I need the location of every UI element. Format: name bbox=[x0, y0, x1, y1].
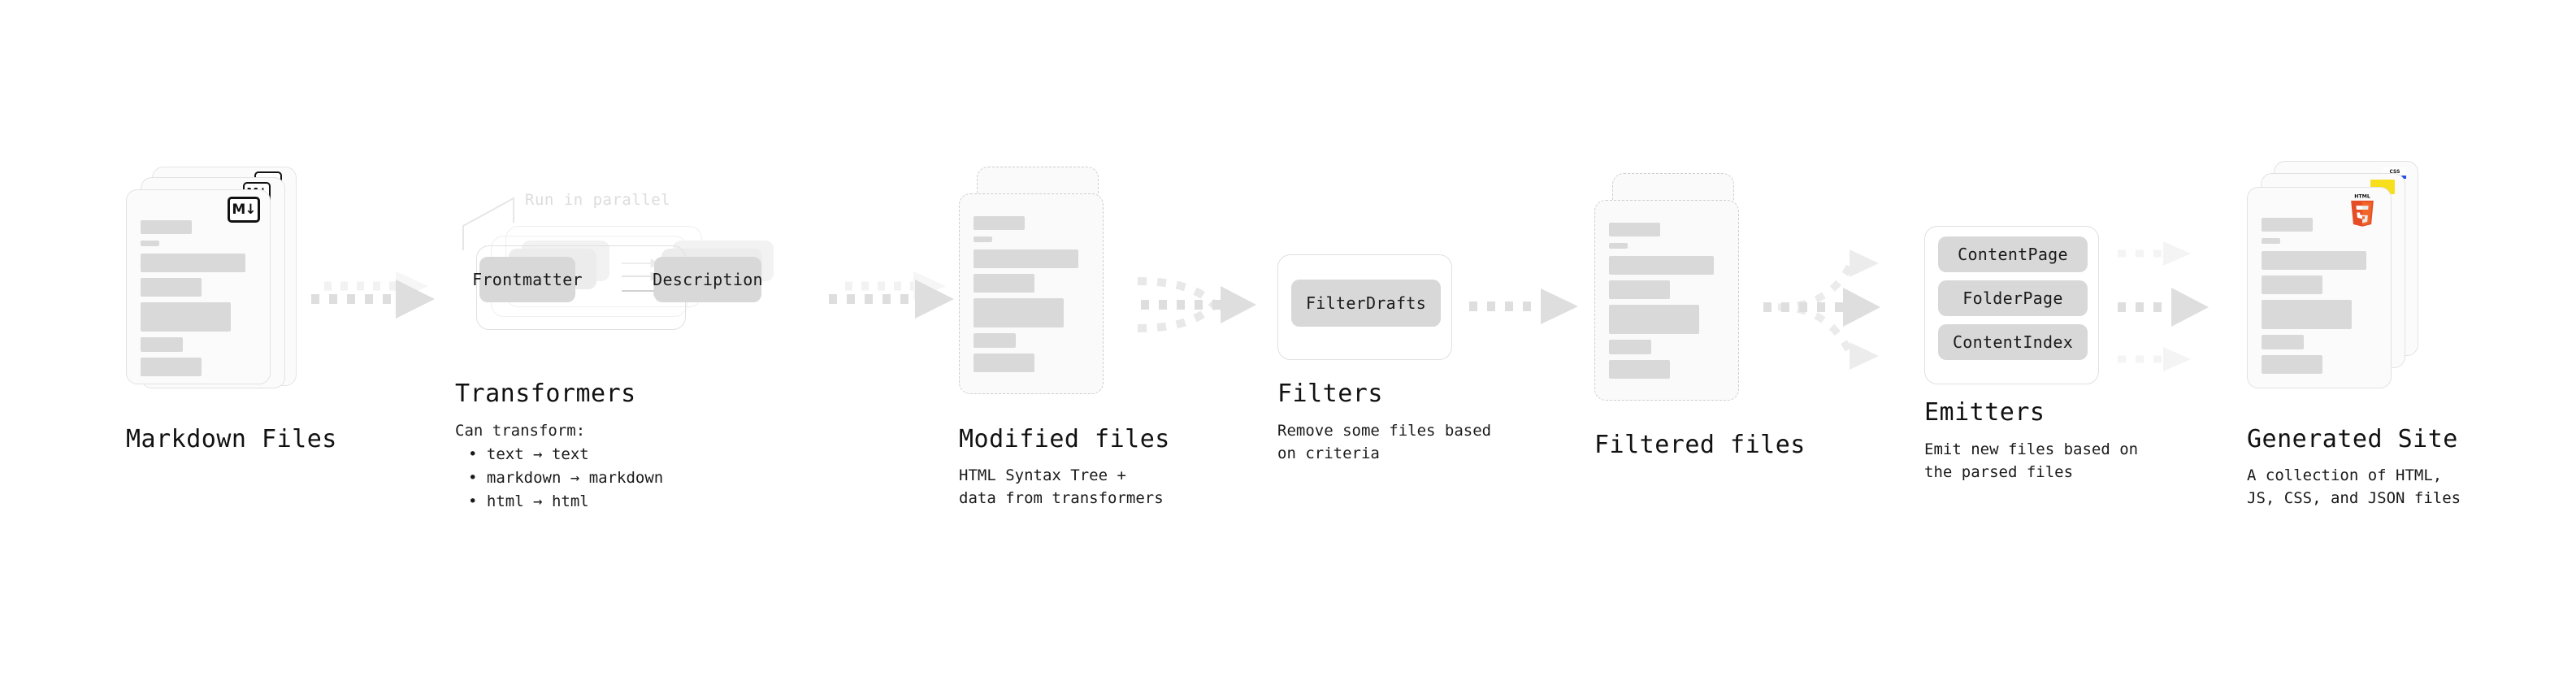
transformer-pill-frontmatter-label: Frontmatter bbox=[472, 270, 583, 289]
stage-markdown-files: M↓ M↓ M↓ bbox=[126, 167, 301, 419]
stage-title-markdown-files: Markdown Files bbox=[126, 425, 337, 453]
skeleton-bar bbox=[974, 249, 1078, 268]
stage-subtitle-transformers: Can transform: bbox=[455, 422, 586, 440]
markdown-icon-front: M↓ bbox=[228, 197, 260, 223]
skeleton-bar bbox=[2262, 238, 2280, 244]
stage-modified-files bbox=[959, 167, 1134, 427]
filter-pill-filterdrafts[interactable]: FilterDrafts bbox=[1291, 280, 1441, 327]
transformer-bullet-item: • html → html bbox=[468, 492, 589, 510]
skeleton-bar bbox=[974, 274, 1034, 293]
connector-filters-to-filtered bbox=[1469, 288, 1578, 324]
svg-text:HTML: HTML bbox=[2354, 193, 2370, 199]
site-card-stack: CSS HTML bbox=[2247, 161, 2422, 421]
stage-subtitle-filters: Remove some files based on criteria bbox=[1277, 422, 1492, 462]
transformer-pill-description-label: Description bbox=[653, 270, 763, 289]
emitter-pill-contentpage[interactable]: ContentPage bbox=[1938, 236, 2088, 272]
skeleton-bar bbox=[2262, 218, 2313, 232]
modified-card-stack bbox=[959, 167, 1134, 427]
skeleton-bar bbox=[141, 302, 231, 332]
connector-filtered-to-emitters bbox=[1763, 249, 1880, 370]
markdown-card-stack: M↓ M↓ M↓ bbox=[126, 167, 301, 419]
skeleton-bar bbox=[2262, 300, 2352, 329]
stage-subtitle-generated-site: A collection of HTML, JS, CSS, and JSON … bbox=[2247, 466, 2461, 507]
skeleton-bar bbox=[141, 278, 202, 297]
css-icon-label: CSS bbox=[2389, 169, 2400, 175]
skeleton-bar bbox=[974, 333, 1016, 348]
connector-emitters-to-site bbox=[2118, 241, 2209, 371]
transformer-bullet-item: • text → text bbox=[468, 445, 589, 463]
stage-title-filtered-files: Filtered files bbox=[1594, 431, 1806, 459]
markdown-card-front: M↓ bbox=[126, 189, 271, 384]
stage-filtered-files bbox=[1594, 173, 1769, 433]
emitters-group-box: ContentPage FolderPage ContentIndex bbox=[1924, 226, 2099, 384]
stage-generated-site: CSS HTML bbox=[2247, 161, 2422, 421]
stage-title-modified-files: Modified files bbox=[959, 425, 1170, 453]
filtered-card-stack bbox=[1594, 173, 1769, 433]
skeleton-bar bbox=[141, 220, 192, 234]
skeleton-bar bbox=[141, 254, 245, 272]
skeleton-bar bbox=[1609, 305, 1699, 334]
stage-title-transformers: Transformers bbox=[455, 380, 636, 408]
emitter-pill-contentpage-label: ContentPage bbox=[1958, 245, 2068, 264]
filter-pill-filterdrafts-label: FilterDrafts bbox=[1305, 293, 1427, 313]
skeleton-bar bbox=[2262, 355, 2322, 374]
skeleton-bar bbox=[141, 358, 202, 376]
skeleton-bar bbox=[1609, 243, 1628, 249]
site-card-front: HTML bbox=[2247, 187, 2392, 388]
skeleton-bar bbox=[141, 337, 183, 352]
skeleton-bar bbox=[2262, 335, 2304, 349]
emitter-pill-contentindex-label: ContentIndex bbox=[1952, 332, 2074, 352]
filtered-card-front bbox=[1594, 200, 1739, 401]
transformer-pill-description[interactable]: Description bbox=[653, 257, 763, 302]
emitter-pill-contentindex[interactable]: ContentIndex bbox=[1938, 324, 2088, 360]
modified-card-front bbox=[959, 193, 1104, 394]
stage-title-generated-site: Generated Site bbox=[2247, 425, 2458, 453]
skeleton-bar bbox=[974, 354, 1034, 372]
transformer-bullet-list: • text → text • markdown → markdown • ht… bbox=[455, 443, 663, 514]
transformer-bullet-item: • markdown → markdown bbox=[468, 468, 664, 487]
skeleton-bar bbox=[1609, 256, 1714, 275]
transformer-pill-frontmatter[interactable]: Frontmatter bbox=[472, 257, 583, 302]
skeleton-bar bbox=[974, 216, 1025, 230]
skeleton-bar bbox=[1609, 360, 1670, 379]
skeleton-bar bbox=[974, 236, 992, 242]
connector-md-to-transformers bbox=[311, 271, 435, 319]
connector-transformers-to-modified bbox=[829, 271, 954, 319]
skeleton-bar bbox=[1609, 340, 1651, 354]
run-in-parallel-label: Run in parallel bbox=[525, 191, 671, 209]
skeleton-bar bbox=[2262, 251, 2366, 270]
skeleton-bar bbox=[974, 298, 1064, 327]
connector-modified-to-filters bbox=[1137, 277, 1256, 332]
emitter-pill-folderpage[interactable]: FolderPage bbox=[1938, 280, 2088, 316]
html5-icon: HTML bbox=[2351, 193, 2374, 227]
stage-title-filters: Filters bbox=[1277, 380, 1383, 408]
filters-group-box: FilterDrafts bbox=[1277, 254, 1452, 360]
emitter-pill-folderpage-label: FolderPage bbox=[1962, 288, 2063, 308]
skeleton-bar bbox=[2262, 275, 2322, 294]
skeleton-bar bbox=[141, 241, 159, 246]
run-in-parallel-bracket bbox=[462, 197, 514, 250]
stage-subtitle-emitters: Emit new files based on the parsed files bbox=[1924, 440, 2139, 481]
stage-subtitle-modified-files: HTML Syntax Tree + data from transformer… bbox=[959, 466, 1164, 507]
skeleton-bar bbox=[1609, 223, 1660, 236]
stage-title-emitters: Emitters bbox=[1924, 398, 2045, 427]
skeleton-bar bbox=[1609, 280, 1670, 299]
